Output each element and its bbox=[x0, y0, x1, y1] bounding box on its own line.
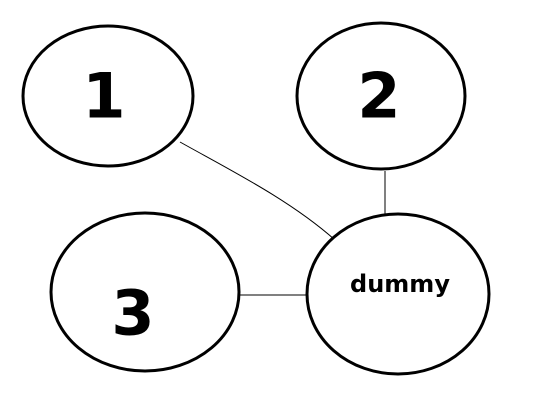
edge-1-dummy bbox=[179, 141, 336, 241]
node-3-label: 3 bbox=[111, 277, 154, 350]
node-3-ellipse bbox=[49, 211, 241, 373]
node-1: 1 bbox=[21, 24, 195, 168]
node-1-label: 1 bbox=[82, 60, 125, 133]
node-2-label: 2 bbox=[357, 60, 400, 133]
node-1-ellipse bbox=[21, 24, 195, 168]
node-2-ellipse bbox=[295, 21, 467, 171]
node-dummy: dummy bbox=[305, 212, 491, 376]
node-dummy-ellipse bbox=[305, 212, 491, 376]
node-3: 3 bbox=[49, 211, 241, 373]
node-2: 2 bbox=[295, 21, 467, 171]
node-dummy-label: dummy bbox=[350, 270, 450, 298]
